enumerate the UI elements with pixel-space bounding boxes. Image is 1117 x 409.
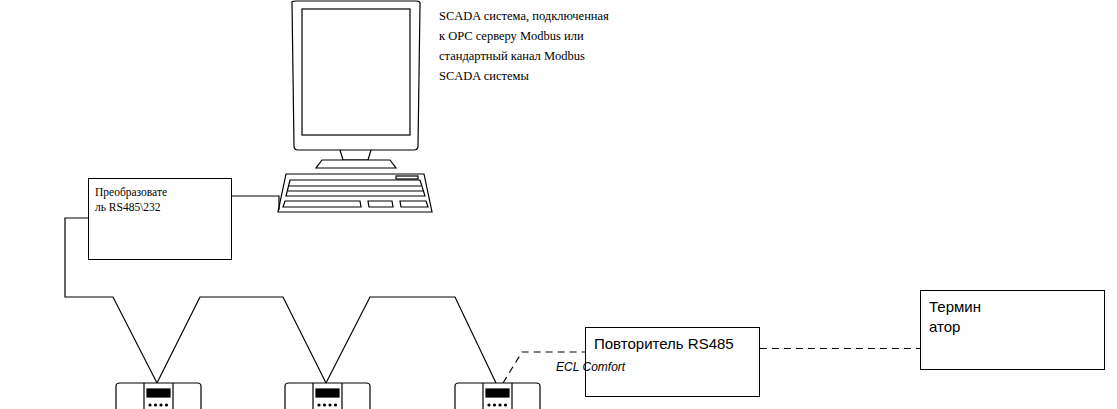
device-name: ECL Comfort [556,360,625,374]
monitor-illustration [292,1,420,168]
dashed-connector [760,348,920,349]
rs485-dashed [503,352,585,383]
system-note: SCADA система, подключенная к OPC сервер… [439,6,611,86]
text-holder: Преобразовате ль RS485\232 [95,185,179,215]
text-holder: Термин атор [929,297,993,336]
text-holder: Повторитель RS485 [594,334,734,354]
box-text: Повторитель RS485 [594,334,734,354]
ecl-comfort-devices [116,383,540,409]
controller-illustration [116,383,201,409]
box-text: Преобразовате ль RS485\232 [95,185,179,215]
text-box: Повторитель RS485 [585,327,760,397]
keyboard-illustration [278,174,432,212]
controller-illustration [285,383,370,409]
text-box: Термин атор [920,290,1105,370]
controller-illustration [455,383,540,409]
serial-cable [232,196,279,210]
text-box: Преобразовате ль RS485\232 [88,178,232,260]
box-text: Термин атор [929,297,993,336]
rs485-bus [65,218,496,383]
